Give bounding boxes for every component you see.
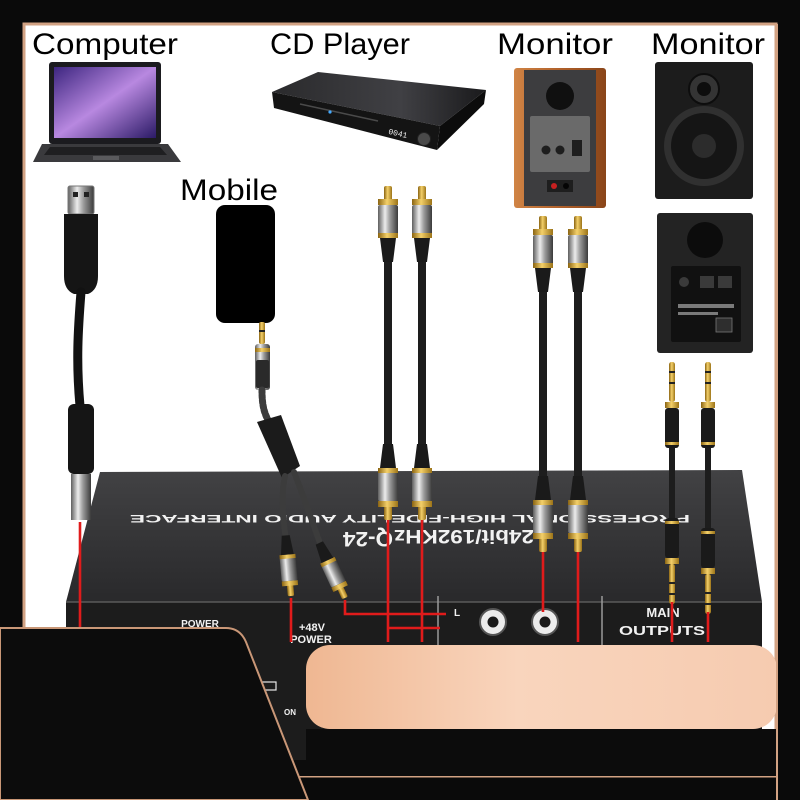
speaker-volume-knob	[679, 277, 689, 287]
input-channel-label: L	[454, 608, 460, 619]
usb-a-contact	[84, 192, 89, 197]
speaker-input-port	[718, 276, 732, 288]
phantom-voltage-label: +48V	[299, 622, 326, 634]
speaker-input-plate	[530, 116, 590, 172]
y-splitter	[257, 415, 300, 478]
speaker-terminal-red	[551, 183, 557, 189]
overlay-peach-bar	[306, 645, 777, 729]
usb-cable	[64, 185, 98, 520]
mini-jack-ring	[255, 348, 270, 352]
interface-tagline: PROFESSIONAL HIGH-FIDELITY AUDIO INTERFA…	[130, 512, 690, 524]
mobile-phone-icon	[216, 205, 275, 323]
label-cd-player: CD Player	[270, 28, 410, 61]
speaker-bass-port	[687, 222, 723, 258]
label-computer: Computer	[32, 28, 178, 61]
connection-lines	[78, 520, 710, 642]
cd-player-display: 0041	[387, 128, 408, 141]
usb-a-connector	[67, 185, 95, 215]
speaker-woofer-cap	[692, 134, 716, 158]
connection-line-mobile-right	[343, 600, 446, 616]
cd-player-side	[437, 90, 486, 150]
laptop-screen	[54, 67, 156, 138]
speaker-input-port	[700, 276, 714, 288]
speaker-power-inlet	[715, 317, 733, 333]
speaker-switch	[572, 140, 582, 156]
cd-rca-cables	[378, 186, 432, 520]
usb-b-connector	[71, 474, 91, 520]
speaker-rca-input	[541, 145, 551, 155]
monitor-speaker-front-icon	[655, 62, 753, 199]
braided-cable	[258, 386, 272, 424]
mini-jack-grip	[256, 360, 269, 388]
speaker-rca-input	[555, 145, 565, 155]
laptop-trackpad	[93, 156, 119, 160]
speaker-spec-label	[678, 312, 718, 315]
monitor-speaker-rear-icon	[514, 68, 606, 208]
monitor-rca-cables	[533, 216, 588, 552]
cd-player-led	[328, 110, 332, 114]
overlay-bottom-dark	[306, 729, 777, 776]
main-label: MAIN	[646, 605, 679, 620]
label-mobile: Mobile	[180, 174, 278, 207]
rca-input-jack-right-hole	[539, 616, 551, 628]
phantom-power-label: POWER	[290, 634, 332, 646]
aux-to-rca-cable	[255, 322, 353, 602]
cd-player-tray	[299, 103, 379, 122]
cd-player-top	[272, 72, 486, 126]
interface-top-surface	[66, 470, 762, 602]
cd-player-knob	[417, 132, 431, 146]
power-label: POWER	[181, 619, 220, 630]
overlay-dark-panel	[0, 627, 310, 800]
label-monitor-right: Monitor	[651, 28, 765, 61]
usb-cable-wire	[73, 287, 86, 411]
mini-jack-tip	[259, 322, 265, 344]
cd-player-icon: 0041	[272, 72, 486, 150]
label-monitor-left: Monitor	[497, 28, 613, 61]
speaker-tweeter-dome	[697, 82, 711, 96]
speaker-spec-label	[678, 304, 734, 308]
laptop-icon	[33, 62, 181, 162]
usb-b-housing	[68, 404, 94, 474]
speaker-terminal-black	[563, 183, 569, 189]
laptop-keyboard	[44, 147, 167, 155]
mini-jack-insulator	[259, 330, 265, 332]
outputs-label: OUTPUTS	[619, 623, 705, 638]
speaker-terminals	[547, 180, 573, 192]
interface-spec: 24bit/192KHz	[394, 525, 534, 546]
usb-a-contact	[73, 192, 78, 197]
jack-cables	[665, 362, 715, 614]
rca-input-jack-left-hole	[487, 616, 499, 628]
switch-state-label: ON	[284, 708, 296, 717]
speaker-bass-port	[546, 82, 574, 110]
interface-model: Q-24	[343, 527, 393, 550]
monitor-speaker-back-icon	[657, 213, 753, 353]
usb-a-housing	[64, 214, 98, 294]
